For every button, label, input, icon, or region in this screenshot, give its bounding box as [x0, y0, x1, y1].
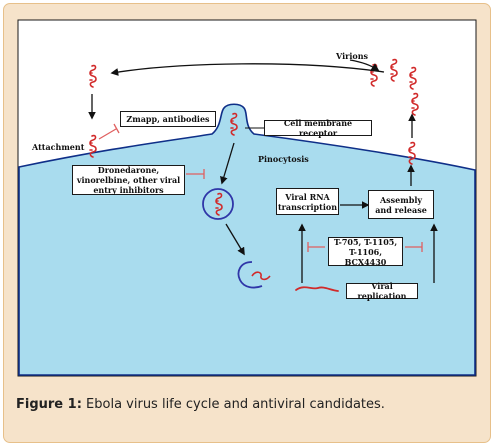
uncoating-vesicle-icon [237, 261, 263, 289]
pinocytosis-arrow [220, 142, 235, 185]
attachment-label: Attachment [32, 142, 85, 152]
receptor-box: Cell membrane receptor [264, 118, 372, 138]
entry-inhibitors-box: Dronedarone, vinorelbine, other viral en… [72, 165, 185, 195]
viral-rna-icon [295, 286, 339, 292]
polymerase-inhibitors-box: T-705, T-1105, T-1106, BCX4430 [328, 237, 403, 267]
endosome-icon [202, 188, 234, 220]
virions-label-arrow [349, 59, 380, 71]
replication-inhibition-icon [405, 242, 423, 252]
figure-caption: Figure 1: Ebola virus life cycle and ant… [16, 397, 385, 412]
released-rna-icon [251, 271, 271, 281]
caption-label: Figure 1: [16, 397, 82, 412]
virions-label: Virions [336, 51, 369, 61]
uncoating-arrow [225, 223, 245, 256]
replication-box: Viral replication [346, 281, 418, 301]
pinocytosis-label: Pinocytosis [258, 154, 309, 164]
caption-text: Ebola virus life cycle and antiviral can… [81, 397, 385, 412]
zmapp-inhibition-icon [98, 123, 120, 140]
transcription-inhibition-icon [307, 242, 325, 252]
entry-inhibition-icon [186, 169, 205, 179]
transcription-box: Viral RNA transcription [276, 188, 339, 215]
zmapp-box: Zmapp, antibodies [120, 111, 216, 127]
release-to-attachment-arrow [110, 63, 385, 76]
assembly-box: Assembly and release [368, 190, 434, 219]
